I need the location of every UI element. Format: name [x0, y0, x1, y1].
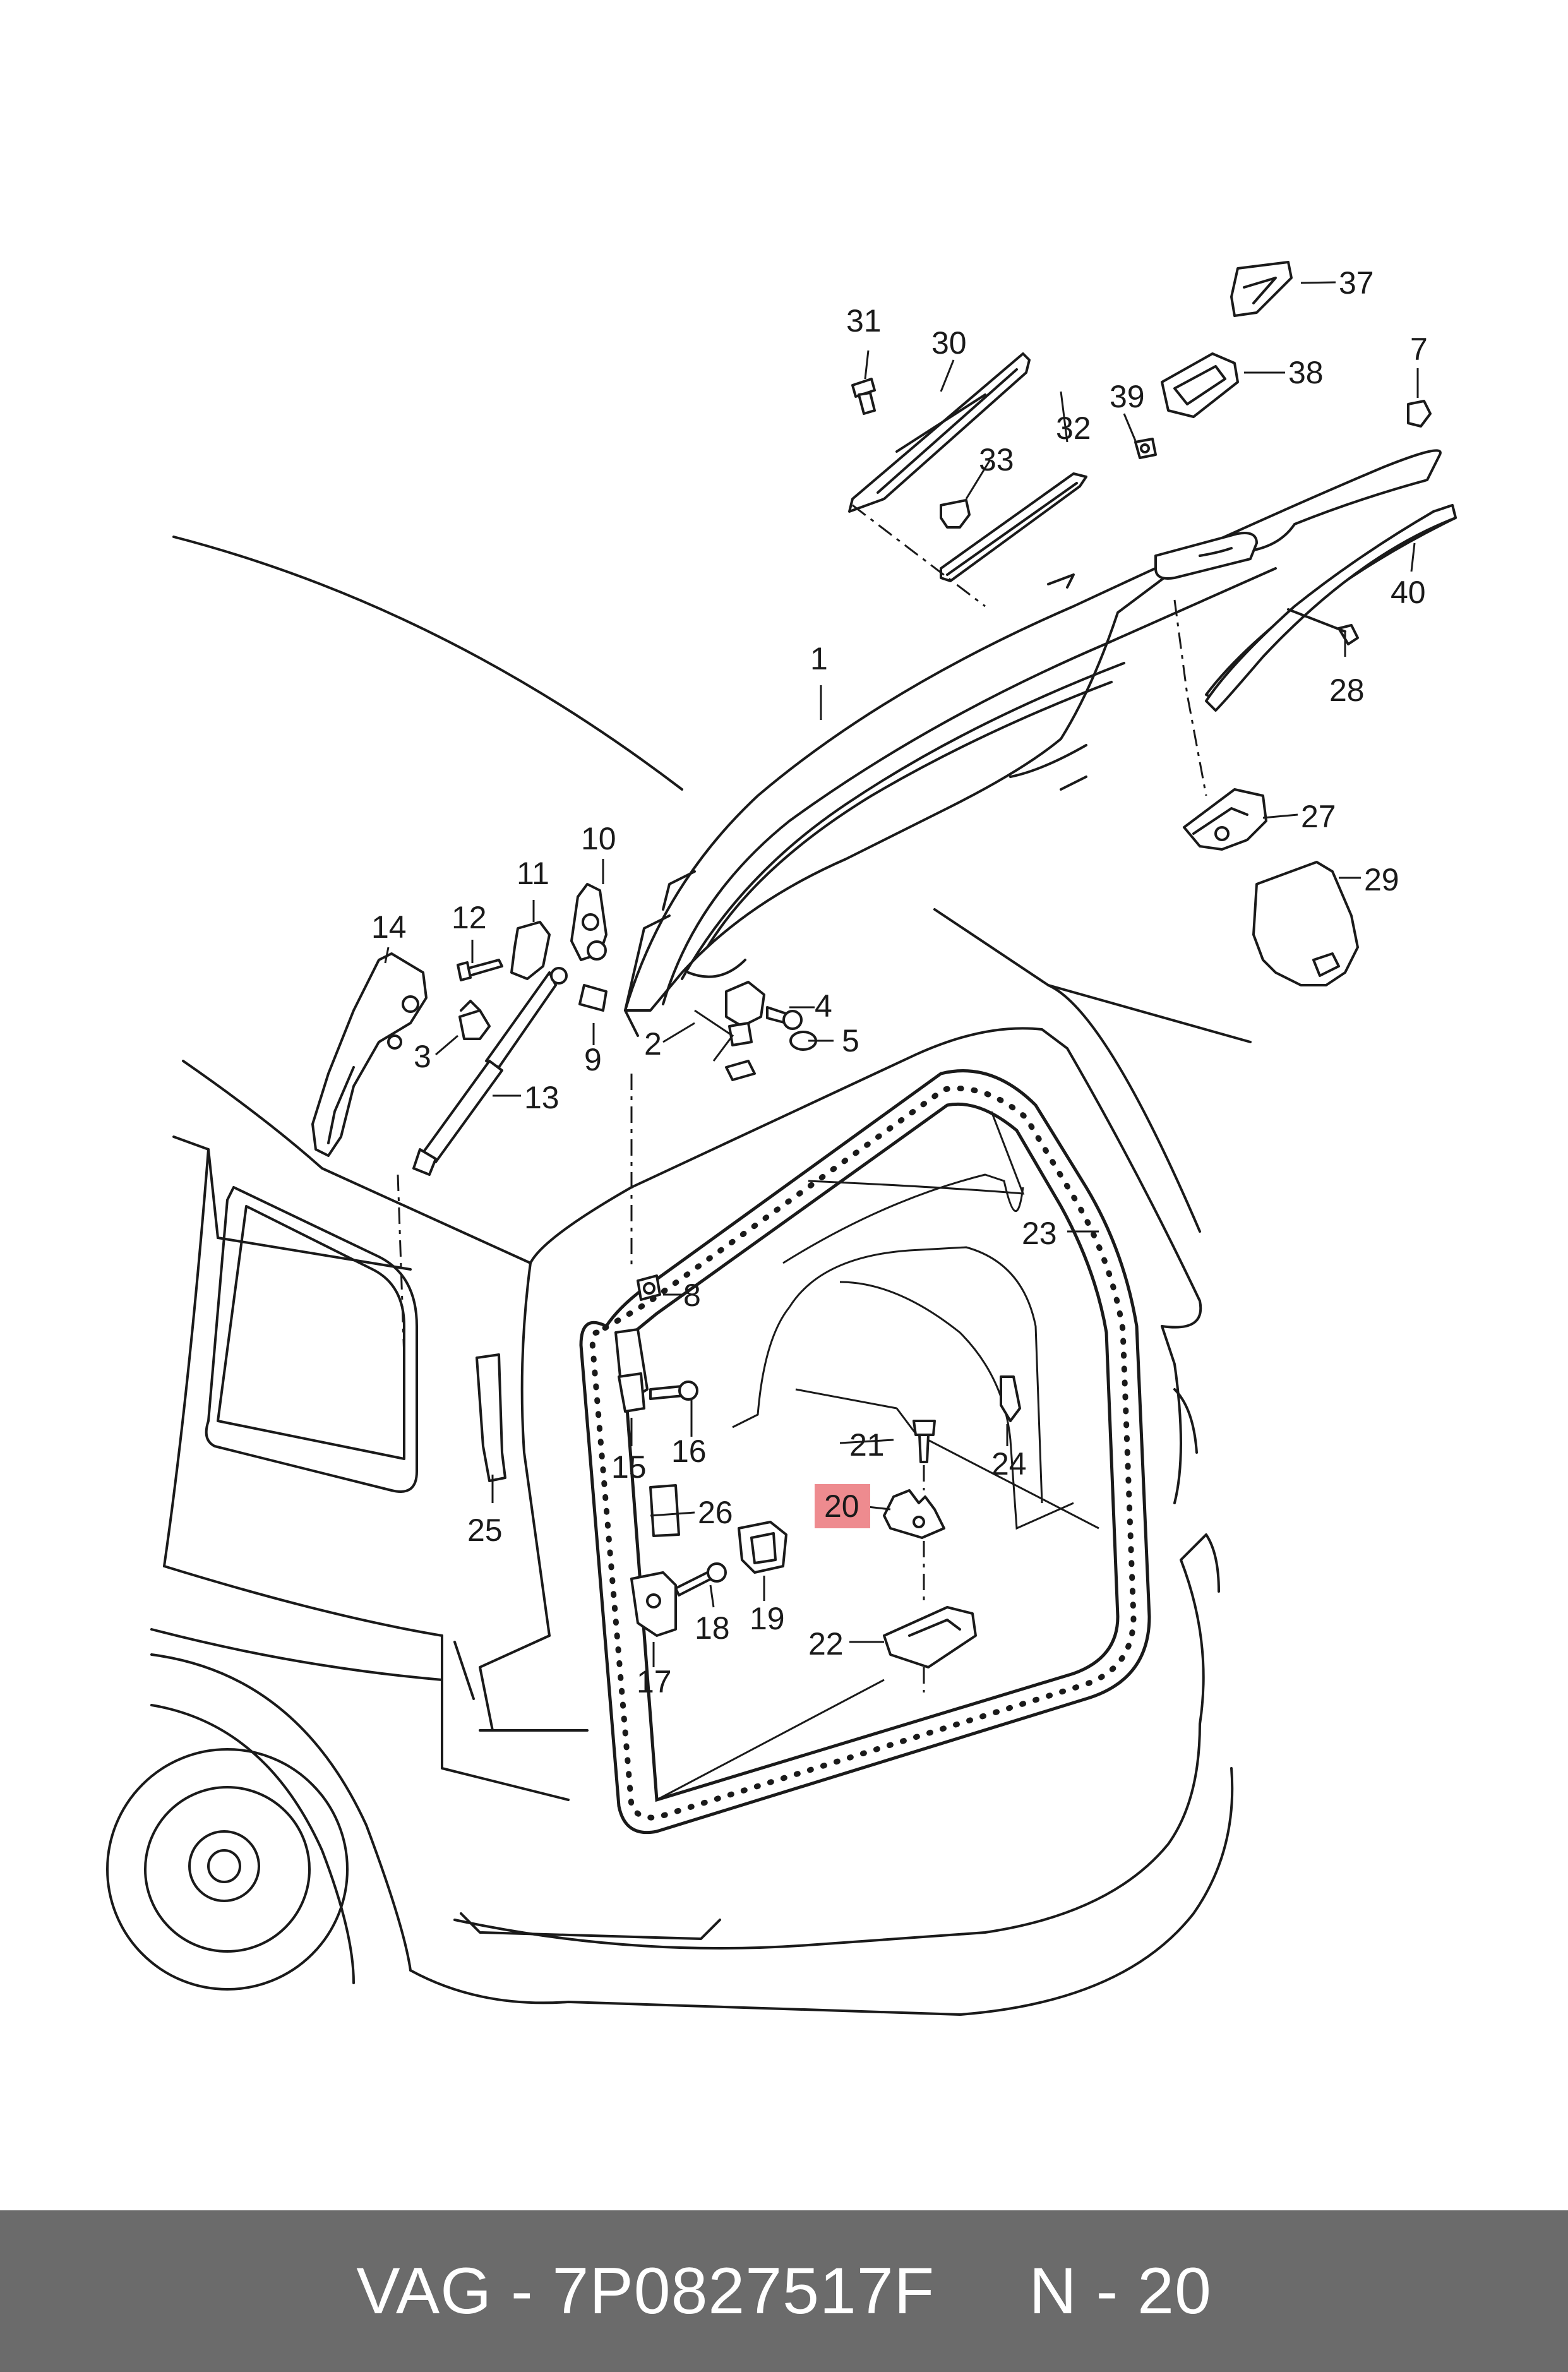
callout-12: 12 — [452, 900, 487, 935]
callout-9: 9 — [584, 1042, 602, 1077]
parts-diagram: 1 2 3 4 5 7 8 9 10 11 12 13 14 15 16 17 … — [106, 261, 1457, 2016]
footer-bar: VAG - 7P0827517F N - 20 — [0, 2210, 1568, 2372]
callout-27: 27 — [1301, 799, 1336, 834]
upper-parts — [397, 261, 1432, 1358]
callout-40: 40 — [1391, 575, 1426, 610]
callout-19: 19 — [750, 1601, 785, 1636]
callout-29: 29 — [1364, 862, 1399, 897]
trim-strip-40 — [1205, 504, 1457, 712]
callout-21: 21 — [849, 1427, 885, 1463]
callout-33: 33 — [979, 442, 1014, 477]
callout-37: 37 — [1339, 265, 1374, 301]
car-body — [106, 536, 1252, 2016]
callout-1: 1 — [810, 641, 828, 676]
callout-15: 15 — [611, 1449, 647, 1485]
part-number-label: VAG - 7P0827517F N - 20 — [356, 2254, 1212, 2328]
callout-24: 24 — [991, 1446, 1027, 1482]
callout-38: 38 — [1288, 355, 1324, 390]
callout-13: 13 — [524, 1080, 560, 1115]
callout-30: 30 — [931, 325, 967, 361]
tailgate — [624, 449, 1442, 1037]
callout-31: 31 — [846, 303, 882, 338]
callout-22: 22 — [808, 1626, 844, 1662]
callout-11: 11 — [517, 856, 549, 891]
callout-5: 5 — [842, 1023, 859, 1058]
leader-lines — [384, 281, 1419, 1667]
callout-3: 3 — [414, 1039, 431, 1074]
callout-25: 25 — [467, 1512, 503, 1548]
latch-parts — [883, 1420, 977, 1692]
callout-18: 18 — [695, 1610, 730, 1646]
callout-32: 32 — [1056, 410, 1091, 446]
hinge-assembly — [311, 883, 1021, 1637]
callout-7: 7 — [1410, 332, 1428, 367]
callout-23: 23 — [1022, 1216, 1057, 1251]
callout-28: 28 — [1329, 673, 1365, 708]
callout-2: 2 — [644, 1026, 662, 1062]
highlight-box-20 — [815, 1484, 870, 1528]
callout-16: 16 — [671, 1434, 707, 1469]
callout-20: 20 — [824, 1488, 859, 1524]
callout-labels: 1 2 3 4 5 7 8 9 10 11 12 13 14 15 16 17 … — [371, 265, 1428, 1699]
callout-4: 4 — [815, 988, 832, 1024]
callout-8: 8 — [683, 1278, 701, 1313]
callout-14: 14 — [371, 909, 407, 945]
tailgate-seal — [579, 1069, 1151, 1835]
callout-17: 17 — [637, 1664, 672, 1699]
callout-10: 10 — [581, 821, 616, 856]
callout-26: 26 — [698, 1495, 733, 1530]
callout-39: 39 — [1110, 379, 1145, 414]
